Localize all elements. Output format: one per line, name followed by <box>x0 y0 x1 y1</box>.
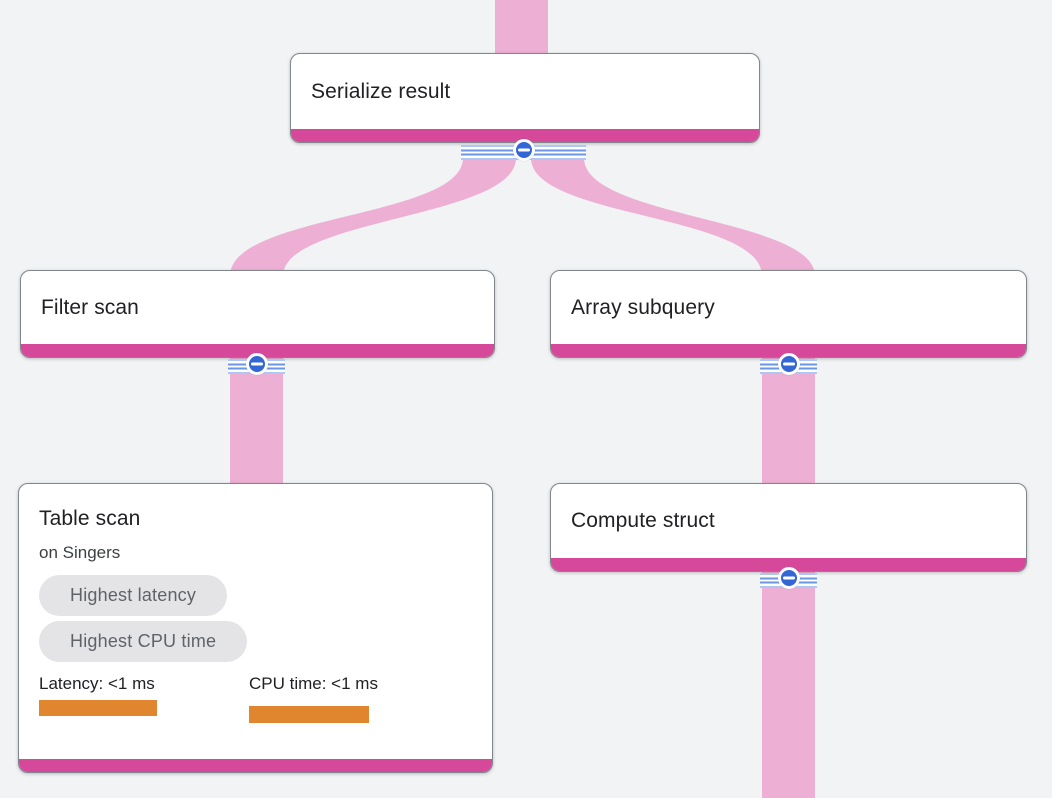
collapse-button <box>512 139 535 161</box>
node-title: Compute struct <box>571 509 715 533</box>
flow-link-serialize-to-array <box>531 158 815 276</box>
node-accent-bar <box>551 344 1026 357</box>
collapse-button <box>777 567 800 589</box>
node-table-scan[interactable]: Table scan on Singers Highest latency Hi… <box>18 483 493 773</box>
node-title: Serialize result <box>311 79 451 103</box>
metric-latency-bar <box>39 700 157 717</box>
collapse-toggle-filter-scan[interactable] <box>228 353 285 381</box>
flow-link-filter-to-table <box>230 350 283 488</box>
collapse-button <box>245 353 268 375</box>
collapse-toggle-compute-struct[interactable] <box>760 567 817 595</box>
node-serialize-result[interactable]: Serialize result <box>290 53 760 143</box>
minus-icon <box>517 148 530 152</box>
minus-icon <box>782 576 795 580</box>
minus-icon <box>782 362 795 366</box>
node-accent-bar <box>551 558 1026 571</box>
badge-highest-latency: Highest latency <box>39 575 228 617</box>
flow-link-serialize-to-filter <box>230 158 516 276</box>
node-accent-bar <box>21 344 494 357</box>
node-accent-bar <box>19 759 492 772</box>
node-filter-scan[interactable]: Filter scan <box>20 270 495 358</box>
metric-latency-label: Latency: <1 ms <box>39 674 155 694</box>
metric-cpu-time-label: CPU time: <1 ms <box>249 674 378 694</box>
flow-link-array-to-compute <box>762 350 815 488</box>
node-title: Filter scan <box>41 295 139 319</box>
flow-link-into-serialize-result <box>495 0 548 58</box>
collapse-toggle-array-subquery[interactable] <box>760 353 817 381</box>
metrics-row: Latency: <1 ms CPU time: <1 ms <box>39 674 472 724</box>
collapse-button <box>777 353 800 375</box>
node-array-subquery[interactable]: Array subquery <box>550 270 1027 358</box>
badge-list: Highest latency Highest CPU time <box>39 575 472 663</box>
metric-cpu-time: CPU time: <1 ms <box>249 674 378 724</box>
minus-icon <box>250 362 263 366</box>
collapse-toggle-serialize-result[interactable] <box>461 139 586 167</box>
node-accent-bar <box>291 129 759 142</box>
node-subtitle: on Singers <box>39 543 121 563</box>
metric-latency: Latency: <1 ms <box>39 674 249 723</box>
flow-link-compute-out <box>762 565 815 798</box>
node-title: Array subquery <box>571 295 715 319</box>
node-compute-struct[interactable]: Compute struct <box>550 483 1027 572</box>
metric-cpu-time-bar <box>249 706 369 724</box>
node-title: Table scan <box>39 507 141 530</box>
badge-highest-cpu-time: Highest CPU time <box>39 621 248 663</box>
